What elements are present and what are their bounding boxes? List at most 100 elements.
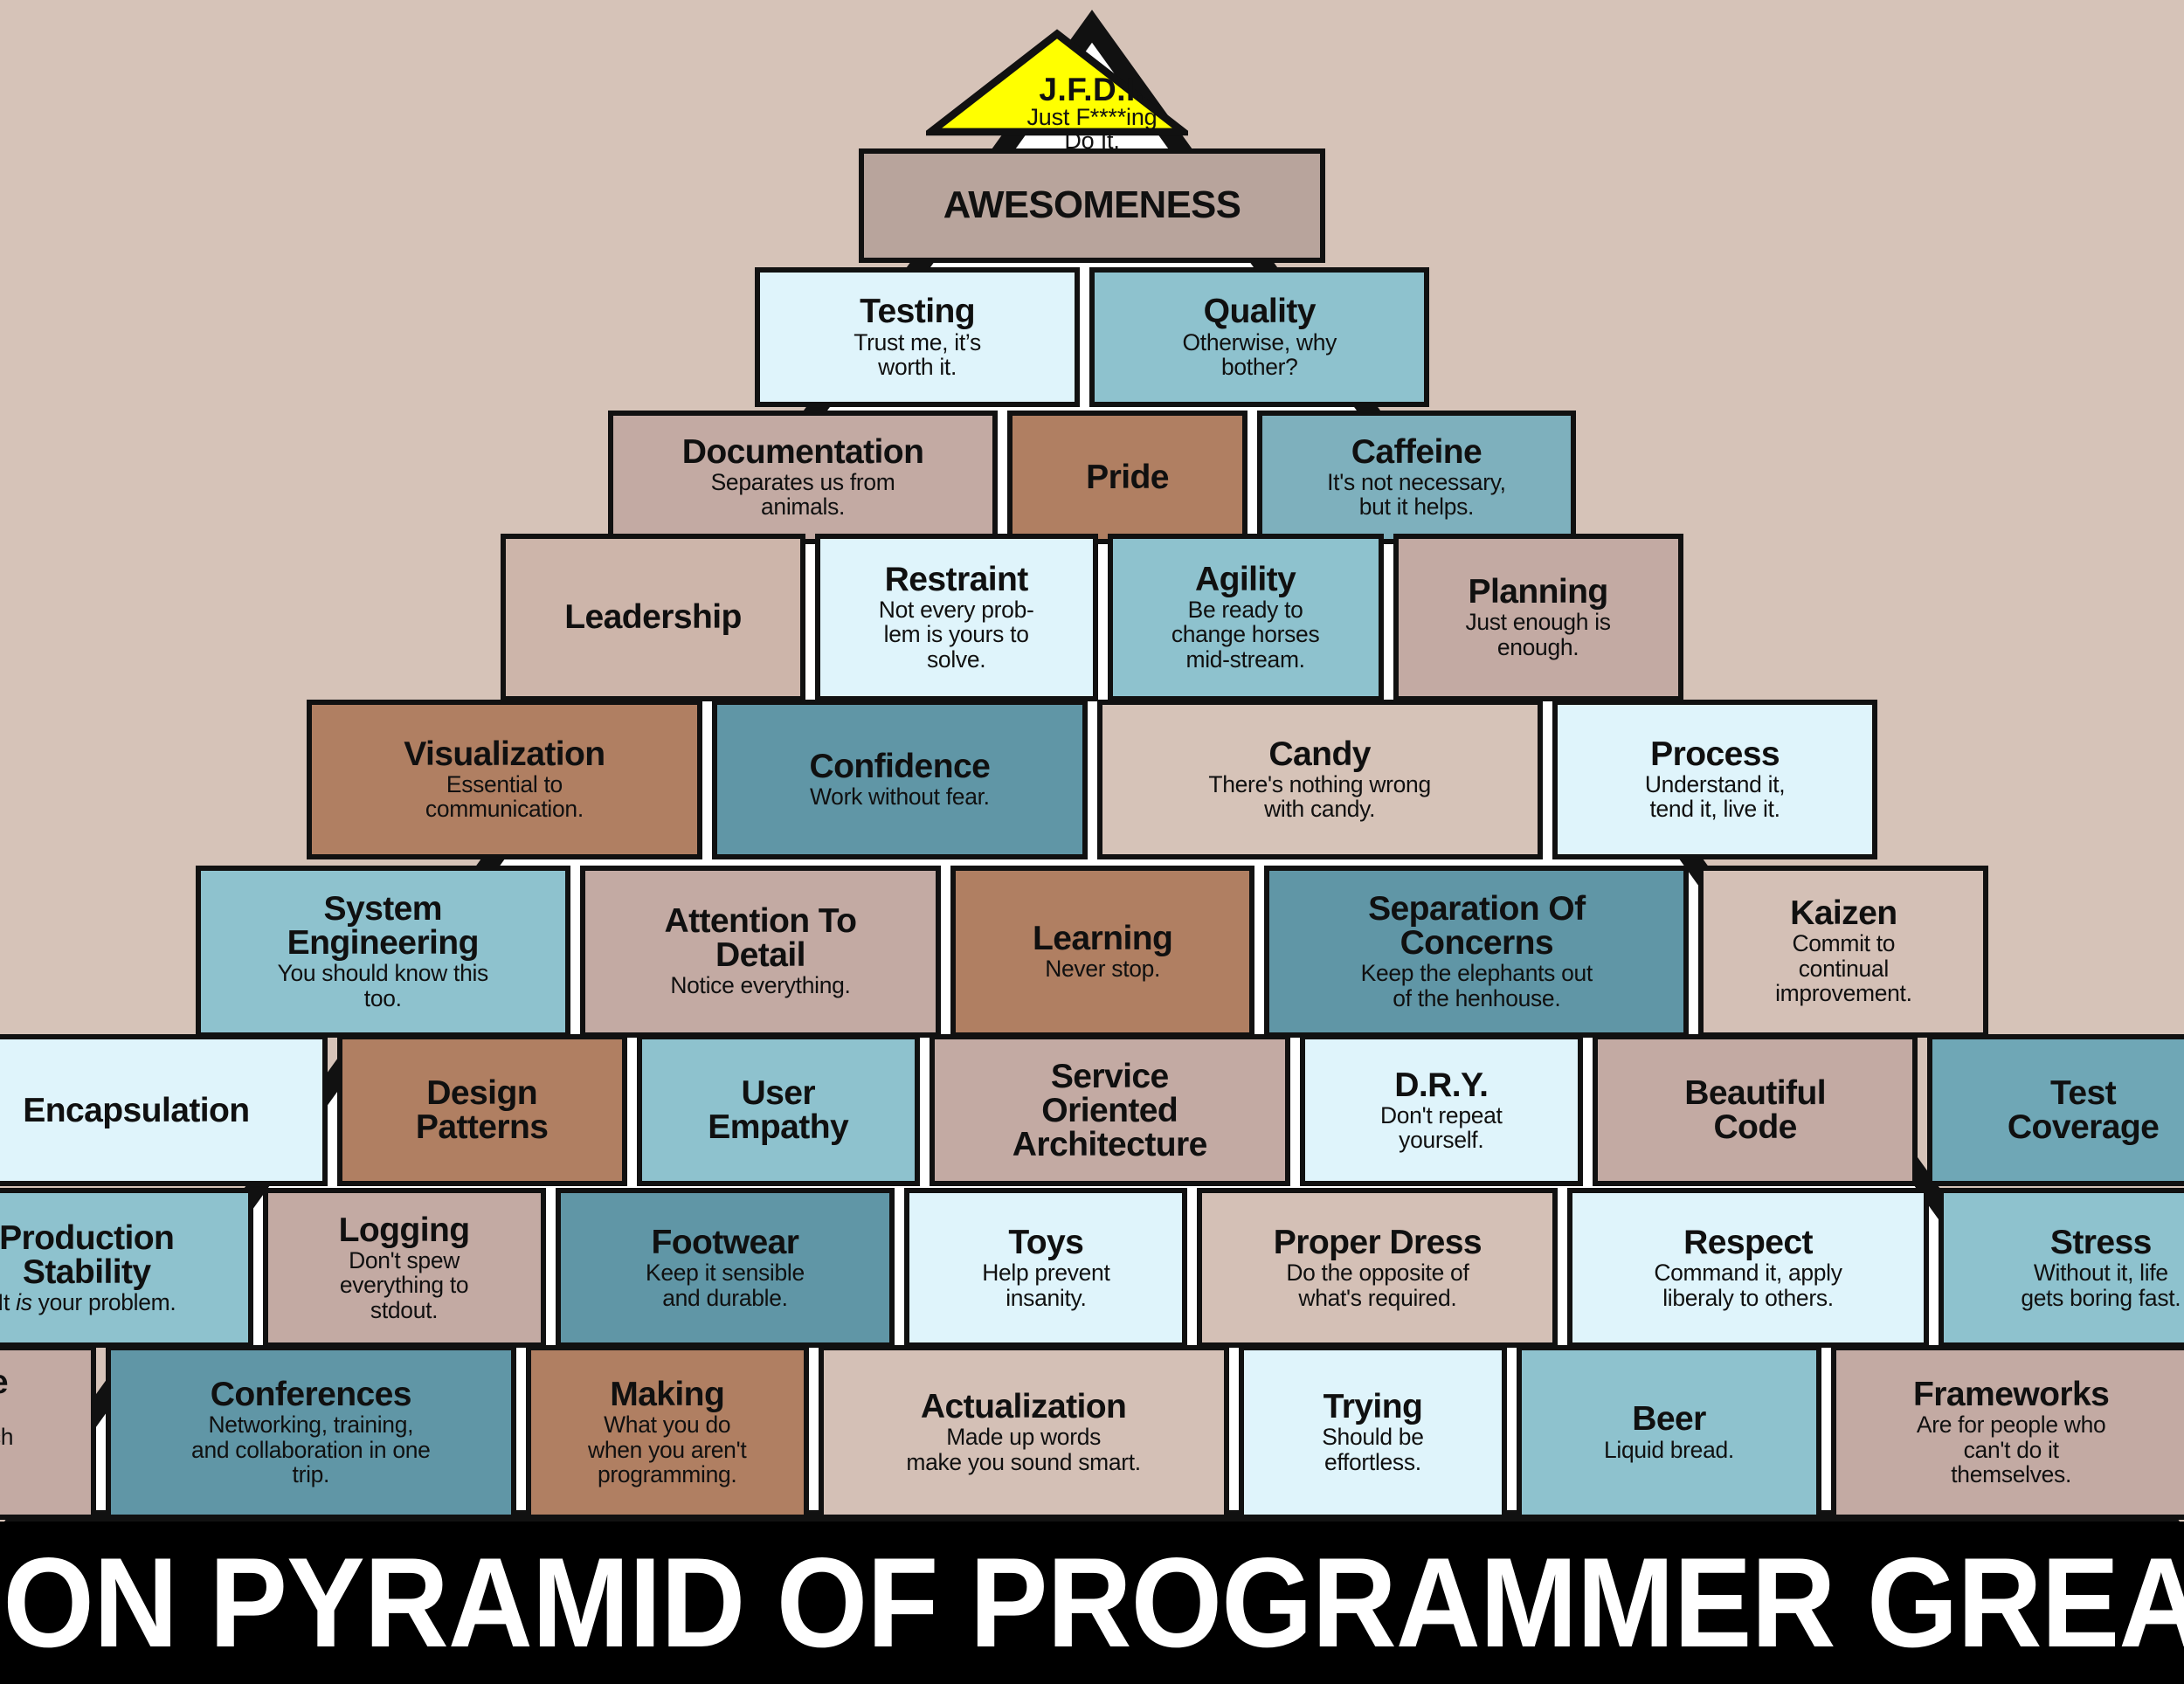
tile-subtitle: It is your problem. xyxy=(0,1288,176,1315)
tile-subtitle: It's not necessary,but it helps. xyxy=(1327,468,1506,521)
row-awesomeness: AWESOMENESS xyxy=(0,148,2184,263)
title-banner: JOHNSON PYRAMID OF PROGRAMMER GREATNESS xyxy=(0,1522,2184,1684)
apex-title: J.F.D.I. xyxy=(1039,72,1145,107)
tile-title: Learning xyxy=(1033,919,1173,957)
tile-title: Stress xyxy=(2049,1223,2152,1261)
tile-subtitle: Never stop. xyxy=(1045,955,1161,982)
row-production-logging-footwear-toys-properdress-respect-stress: ProductionStabilityIt is your problem.Lo… xyxy=(0,1188,2184,1349)
pyramid-tile[interactable]: Encapsulation xyxy=(0,1034,328,1187)
pyramid-tile[interactable]: AWESOMENESS xyxy=(858,148,1326,263)
tile-title: Trying xyxy=(1323,1388,1423,1426)
tile-subtitle: Networking, training,and collaboration i… xyxy=(191,1411,431,1488)
tile-title: Candy xyxy=(1268,735,1371,773)
pyramid-tile[interactable]: ProductionStabilityIt is your problem. xyxy=(0,1188,253,1349)
tile-title: Respect xyxy=(1683,1223,1813,1261)
pyramid-tile[interactable]: Pride xyxy=(1006,410,1248,545)
tile-title: Planning xyxy=(1468,573,1608,611)
tile-title: Restraint xyxy=(884,560,1029,598)
tile-subtitle: Work without fear. xyxy=(810,783,990,811)
tile-title: Proper Dress xyxy=(1273,1223,1482,1261)
tile-title: Caffeine xyxy=(1351,432,1482,471)
tile-title: Footwear xyxy=(651,1223,800,1261)
tile-subtitle: Liquid bread. xyxy=(1603,1436,1734,1463)
tile-title: Encapsulation xyxy=(23,1091,250,1129)
tile-title: Process xyxy=(1650,735,1780,773)
tile-title: Visualization xyxy=(404,735,605,773)
tile-title: Conferences xyxy=(210,1375,412,1413)
row-popularculture-conferences-making-actualization-trying-beer-frameworks-money: Popular CultureKnow enough to bondwith c… xyxy=(0,1344,2184,1520)
tile-title: Leadership xyxy=(564,598,742,637)
pyramid-tile[interactable]: Popular CultureKnow enough to bondwith c… xyxy=(0,1344,96,1520)
tile-title: Popular Culture xyxy=(0,1365,9,1399)
tile-title: Quality xyxy=(1203,293,1317,331)
pyramid-tile[interactable]: Leadership xyxy=(501,533,805,701)
tile-subtitle: Know enough to bondwith coworkers. Too m… xyxy=(0,1424,14,1451)
apex-subtitle-line1: Just F****ing xyxy=(1026,104,1158,130)
tile-title: Kaizen xyxy=(1790,894,1897,933)
tile-title: Beer xyxy=(1632,1400,1706,1439)
tile-subtitle: Notice everything. xyxy=(670,972,851,999)
tile-title: Frameworks xyxy=(1913,1375,2110,1413)
